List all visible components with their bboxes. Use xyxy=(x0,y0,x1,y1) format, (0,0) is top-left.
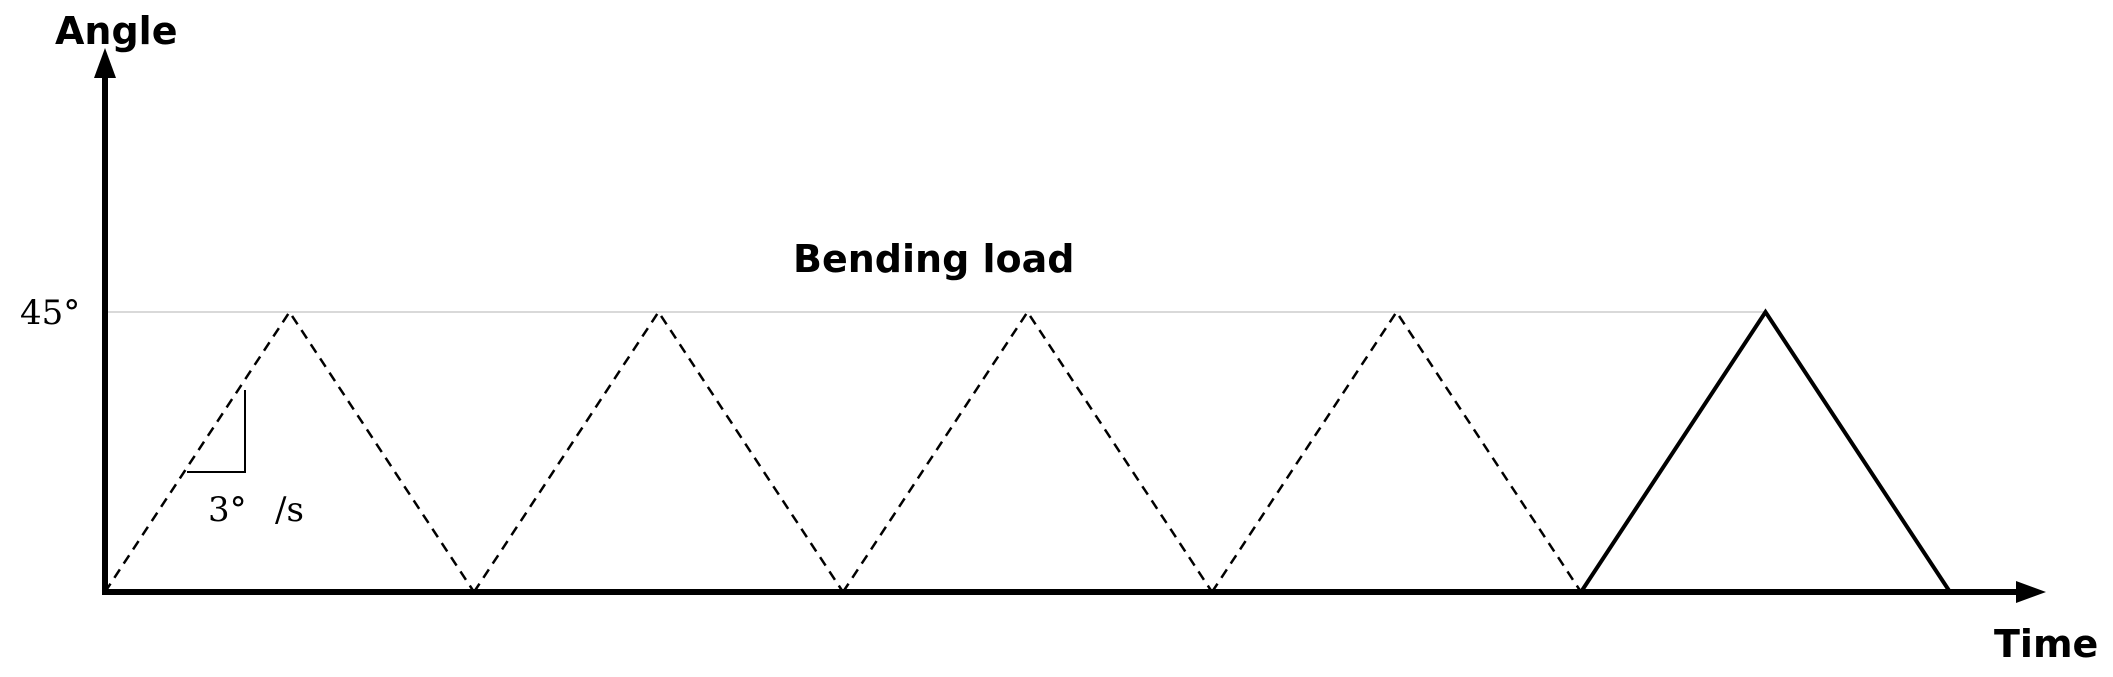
y-axis-arrowhead xyxy=(94,48,116,78)
x-axis-arrowhead xyxy=(2016,581,2046,603)
load-cycle-2-dashed xyxy=(472,309,845,593)
rate-unit-label: /s xyxy=(275,490,304,530)
x-axis-label: Time xyxy=(1994,622,2098,666)
load-cycle-5-solid xyxy=(1579,308,1952,594)
loading-cycles xyxy=(103,308,1952,594)
load-cycle-4-dashed xyxy=(1210,309,1583,593)
load-cycle-1-dashed xyxy=(103,309,476,593)
y-axis-label: Angle xyxy=(55,9,177,53)
diagram-title: Bending load xyxy=(793,237,1074,281)
peak-angle-label: 45° xyxy=(20,293,80,333)
load-cycle-3-dashed xyxy=(841,309,1214,593)
rate-value-label: 3° xyxy=(208,490,247,530)
slope-triangle xyxy=(187,390,246,473)
